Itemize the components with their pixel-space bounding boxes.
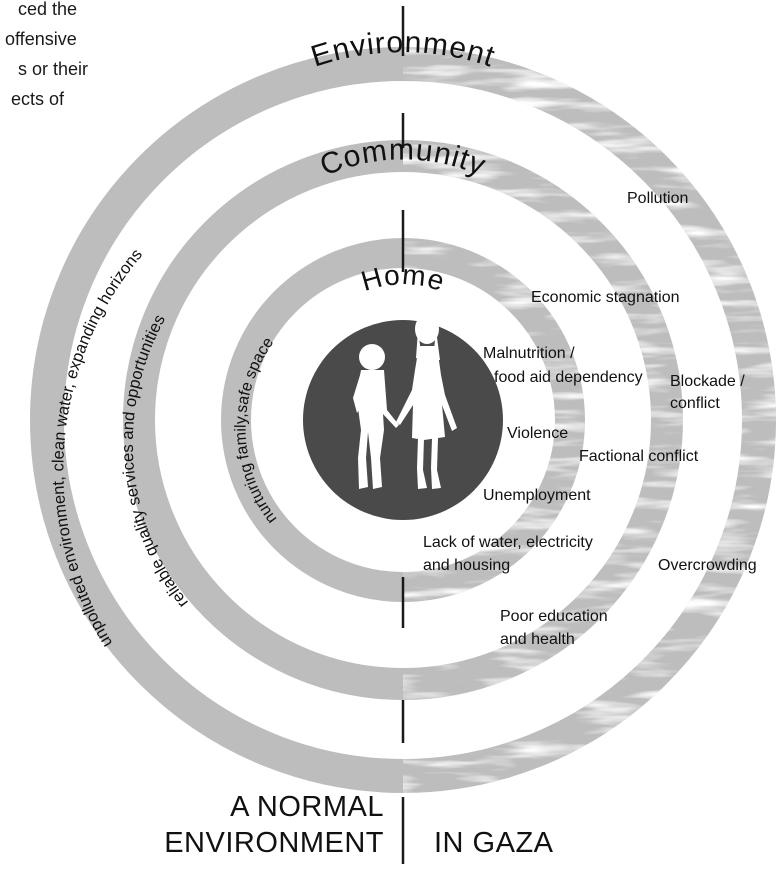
factor-economic-stagnation: Economic stagnation xyxy=(531,289,680,306)
gaza-factors: Pollution Economic stagnation Malnutriti… xyxy=(423,190,757,648)
intro-line: s or their xyxy=(18,59,89,79)
svg-text:Community: Community xyxy=(316,133,491,182)
factor-lack-of-water-1: Lack of water, electricity xyxy=(423,534,593,551)
factor-malnutrition-1: Malnutrition / xyxy=(483,345,575,362)
factor-overcrowding: Overcrowding xyxy=(658,557,757,574)
gaza-label: IN GAZA xyxy=(434,827,554,859)
factor-malnutrition-2: food aid dependency xyxy=(494,369,643,386)
normal-environment-label: A NORMAL ENVIRONMENT xyxy=(164,789,384,861)
factor-blockade-1: Blockade / xyxy=(670,373,745,390)
weathered-texture xyxy=(403,47,776,793)
factor-poor-education-2: and health xyxy=(500,631,575,648)
factor-unemployment: Unemployment xyxy=(483,487,591,504)
normal-label-line-1: A NORMAL xyxy=(230,791,384,823)
factor-lack-of-water-2: and housing xyxy=(423,557,510,574)
factor-factional-conflict: Factional conflict xyxy=(579,448,699,465)
intro-line: ects of xyxy=(11,89,65,109)
intro-line: offensive xyxy=(5,29,77,49)
normal-label-line-2: ENVIRONMENT xyxy=(164,827,384,859)
factor-poor-education-1: Poor education xyxy=(500,608,608,625)
intro-text: ced the offensive s or their ects of xyxy=(0,0,100,114)
factor-pollution: Pollution xyxy=(627,190,688,207)
intro-line: ced the xyxy=(18,0,78,19)
factor-violence: Violence xyxy=(507,425,568,442)
community-title: Community xyxy=(316,133,490,182)
factor-blockade-2: conflict xyxy=(670,395,720,412)
center-disc xyxy=(303,314,503,520)
children-holding-hands-icon xyxy=(353,314,457,489)
